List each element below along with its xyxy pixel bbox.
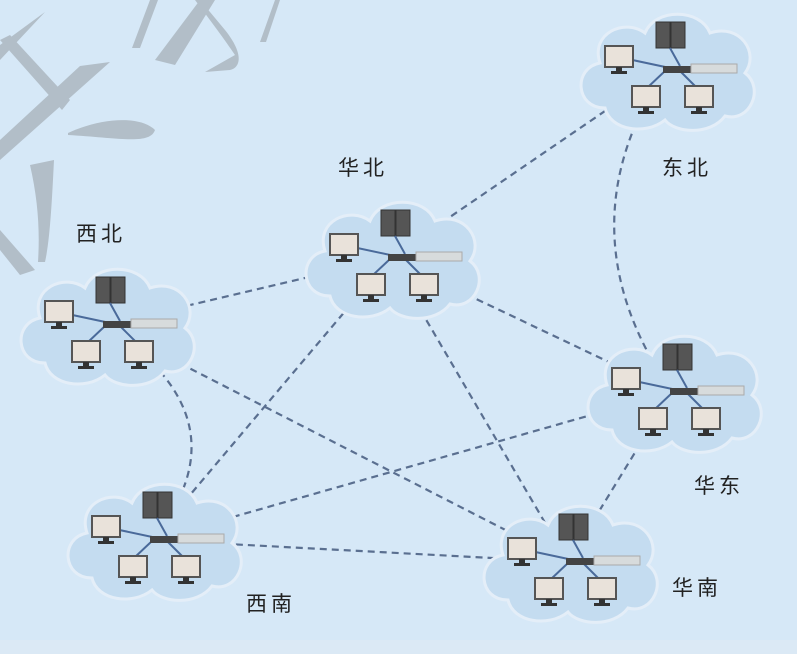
node-huabei — [304, 200, 481, 320]
computer-icon — [638, 407, 668, 436]
label-xinan: 西南 — [246, 592, 296, 616]
computer-icon — [44, 300, 74, 329]
switch-icon — [566, 555, 641, 566]
switch-icon — [150, 533, 225, 544]
watermark-calligraphy — [0, 0, 280, 275]
computer-icon — [171, 555, 201, 584]
computer-icon — [631, 85, 661, 114]
computer-icon — [604, 45, 634, 74]
computer-icon — [329, 233, 359, 262]
computer-icon — [691, 407, 721, 436]
switch-icon — [663, 63, 738, 74]
computer-icon — [534, 577, 564, 606]
switch-icon — [670, 385, 745, 396]
computer-icon — [91, 515, 121, 544]
computer-icon — [356, 273, 386, 302]
bottom-strip — [0, 640, 797, 654]
label-xibei: 西北 — [76, 222, 126, 246]
edge-huabei-huanan — [389, 257, 569, 563]
edge-huadong-huanan — [567, 391, 673, 563]
server-icon — [662, 343, 693, 371]
computer-icon — [684, 85, 714, 114]
node-xinan — [66, 482, 243, 602]
node-huanan — [482, 504, 659, 624]
server-icon — [380, 209, 411, 237]
label-huanan: 华南 — [672, 576, 722, 600]
label-dongbei: 东北 — [662, 156, 712, 180]
switch-icon — [388, 251, 463, 262]
edge-xinan-huanan — [151, 538, 569, 564]
edge-xinan-huadong — [151, 390, 673, 542]
computer-icon — [611, 367, 641, 396]
switch-icon — [103, 318, 178, 329]
server-icon — [142, 491, 173, 519]
computer-icon — [124, 340, 154, 369]
label-huabei: 华北 — [338, 156, 388, 180]
computer-icon — [71, 340, 101, 369]
node-huadong — [586, 334, 763, 454]
computer-icon — [507, 537, 537, 566]
server-icon — [655, 21, 686, 49]
node-xibei — [19, 267, 196, 387]
computer-icon — [409, 273, 439, 302]
server-icon — [95, 276, 126, 304]
label-huadong: 华东 — [694, 474, 744, 498]
computer-icon — [118, 555, 148, 584]
node-dongbei — [579, 12, 756, 132]
server-icon — [558, 513, 589, 541]
computer-icon — [587, 577, 617, 606]
